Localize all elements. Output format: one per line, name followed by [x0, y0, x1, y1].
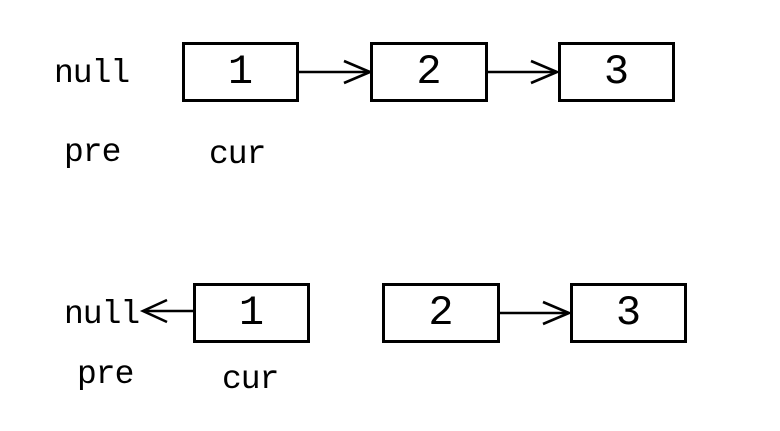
- null-label: null: [64, 296, 140, 333]
- next-pointer-arrow-2-to-3-icon: [498, 300, 573, 326]
- next-pointer-arrow-1-to-2-icon: [297, 59, 374, 85]
- list-node-1: 1: [182, 42, 299, 102]
- node-value: 3: [603, 48, 630, 96]
- list-node-2: 2: [370, 42, 488, 102]
- pre-pointer-label: pre: [77, 356, 134, 393]
- cur-pointer-label: cur: [222, 361, 279, 398]
- cur-pointer-label: cur: [209, 136, 266, 173]
- list-node-1: 1: [193, 283, 310, 343]
- node-value: 2: [428, 289, 454, 337]
- node-value: 2: [416, 48, 442, 96]
- list-node-2: 2: [382, 283, 500, 343]
- next-pointer-arrow-2-to-3-icon: [486, 59, 561, 85]
- list-node-3: 3: [558, 42, 675, 102]
- node-value: 1: [227, 48, 254, 96]
- reversed-pointer-arrow-1-to-null-icon: [139, 298, 195, 324]
- node-value: 1: [238, 289, 265, 337]
- list-node-3: 3: [570, 283, 687, 343]
- node-value: 3: [615, 289, 642, 337]
- pre-pointer-label: pre: [64, 134, 121, 171]
- null-label: null: [54, 55, 130, 92]
